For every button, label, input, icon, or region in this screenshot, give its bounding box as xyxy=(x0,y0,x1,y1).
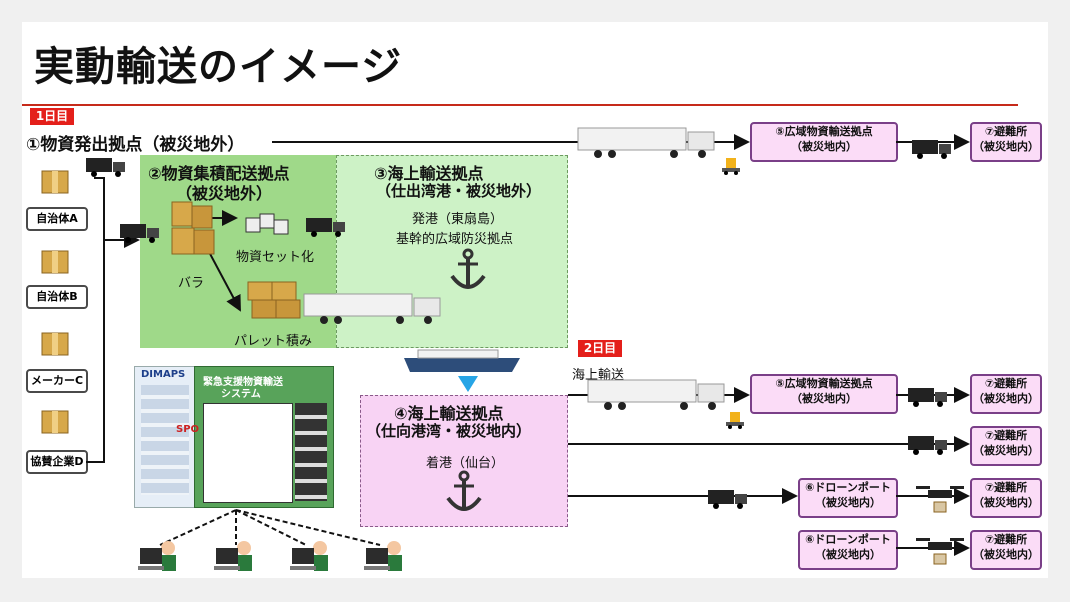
box-icon xyxy=(41,410,69,434)
dimaps-panel: DIMAPS xyxy=(134,366,196,508)
box7-a-line1: ⑦避難所 xyxy=(984,125,1028,138)
box-icon xyxy=(41,170,69,194)
forklift-icon xyxy=(726,412,744,429)
hub3-base: 基幹的広域防災拠点 xyxy=(396,232,514,247)
box6-a-line1: ⑥ドローンポート xyxy=(805,481,891,494)
box6-b: ⑥ドローンポート （被災地内） xyxy=(798,530,898,570)
box6-b-line2: （被災地内） xyxy=(815,548,881,561)
day1-tag: 1日目 xyxy=(30,108,74,125)
spo-label: SPO xyxy=(176,424,200,435)
system-title-2: システム xyxy=(221,389,261,400)
truck-icon xyxy=(908,388,947,407)
source-box-c: メーカーC xyxy=(26,369,88,393)
drone-icon xyxy=(916,538,964,565)
source-box-a: 自治体A xyxy=(26,207,88,231)
hub4-subtitle: （仕向港湾・被災地内） xyxy=(366,422,532,440)
truck-icon xyxy=(306,218,345,237)
box-icon xyxy=(41,250,69,274)
hub4-title: ④海上輸送拠点 xyxy=(394,404,504,423)
box7-e: ⑦避難所 （被災地内） xyxy=(970,530,1042,570)
pallet-label: パレット積み xyxy=(234,334,313,349)
anchor-icon xyxy=(450,248,486,289)
setka-label: 物資セット化 xyxy=(236,250,315,265)
box7-b: ⑦避難所 （被災地内） xyxy=(970,374,1042,414)
truck-icon xyxy=(708,490,747,509)
dimaps-logo: DIMAPS xyxy=(141,369,186,380)
box7-c: ⑦避難所 （被災地内） xyxy=(970,426,1042,466)
system-title-1: 緊急支援物資輸送 xyxy=(203,377,283,388)
box5-upper: ⑤広域物資輸送拠点 （被災地内） xyxy=(750,122,898,162)
box7-a-line2: （被災地内） xyxy=(973,140,1039,153)
box5-lower-line2: （被災地内） xyxy=(791,392,857,405)
system-diagram xyxy=(203,403,293,503)
source-box-b: 自治体B xyxy=(26,285,88,309)
semi-truck-icon xyxy=(303,293,441,324)
box5-lower-line1: ⑤広域物資輸送拠点 xyxy=(775,377,873,390)
box5-upper-line2: （被災地内） xyxy=(791,140,857,153)
box6-a-line2: （被災地内） xyxy=(815,496,881,509)
user-at-computer-icon xyxy=(214,541,252,571)
truck-icon xyxy=(86,158,125,177)
truck-icon xyxy=(120,224,159,243)
dimaps-list xyxy=(141,385,189,495)
user-at-computer-icon xyxy=(138,541,176,571)
sea-transport-label: 海上輸送 xyxy=(572,368,625,383)
collector-line xyxy=(86,177,105,463)
box7-e-line1: ⑦避難所 xyxy=(984,533,1028,546)
box7-c-line1: ⑦避難所 xyxy=(984,429,1028,442)
system-panel: 緊急支援物資輸送 システム xyxy=(194,366,334,508)
pallet-boxes-icon xyxy=(247,281,301,319)
source-box-d: 協賛企業D xyxy=(26,450,88,474)
box7-c-line2: （被災地内） xyxy=(973,444,1039,457)
ship-down-arrow xyxy=(458,376,478,392)
bulk-boxes-icon xyxy=(171,201,215,255)
hub4-port: 着港（仙台） xyxy=(426,456,505,471)
box7-b-line2: （被災地内） xyxy=(973,392,1039,405)
truck-icon xyxy=(908,436,947,455)
ship-icon xyxy=(404,349,520,372)
bara-label: バラ xyxy=(178,276,205,291)
dash-user-3 xyxy=(235,509,307,546)
box-icon xyxy=(41,332,69,356)
dash-user-1 xyxy=(159,509,237,546)
anchor-icon xyxy=(446,470,482,511)
truck-icon xyxy=(912,140,951,159)
dash-user-4 xyxy=(235,509,381,546)
box7-d-line2: （被災地内） xyxy=(973,496,1039,509)
day2-tag: 2日目 xyxy=(578,340,622,357)
box7-d-line1: ⑦避難所 xyxy=(984,481,1028,494)
forklift-icon xyxy=(722,158,740,175)
box5-lower: ⑤広域物資輸送拠点 （被災地内） xyxy=(750,374,898,414)
box7-d: ⑦避難所 （被災地内） xyxy=(970,478,1042,518)
box7-b-line1: ⑦避難所 xyxy=(984,377,1028,390)
box6-a: ⑥ドローンポート （被災地内） xyxy=(798,478,898,518)
box5-upper-line1: ⑤広域物資輸送拠点 xyxy=(775,125,873,138)
hub2-title: ②物資集積配送拠点 xyxy=(148,164,290,183)
hub3-port: 発港（東扇島） xyxy=(412,212,504,227)
hub2-subtitle: （被災地外） xyxy=(176,184,273,203)
page-title: 実動輸送のイメージ xyxy=(34,44,403,90)
drone-icon xyxy=(916,486,964,513)
user-at-computer-icon xyxy=(364,541,402,571)
semi-truck-icon xyxy=(577,127,715,158)
title-underline xyxy=(22,104,1018,106)
hub3-subtitle: （仕出湾港・被災地外） xyxy=(376,182,542,200)
origin-label: ①物資発出拠点（被災地外） xyxy=(26,135,245,155)
set-boxes-icon xyxy=(245,213,289,235)
hub3-title: ③海上輸送拠点 xyxy=(374,164,484,183)
box6-b-line1: ⑥ドローンポート xyxy=(805,533,891,546)
semi-truck-icon xyxy=(587,379,725,410)
box7-e-line2: （被災地内） xyxy=(973,548,1039,561)
box7-a: ⑦避難所 （被災地内） xyxy=(970,122,1042,162)
user-at-computer-icon xyxy=(290,541,328,571)
system-thumbnails xyxy=(295,403,327,501)
